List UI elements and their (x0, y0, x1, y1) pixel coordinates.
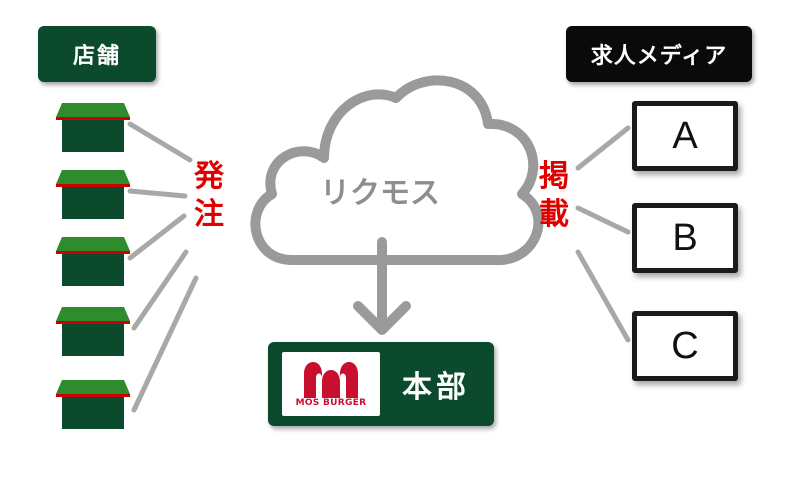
headquarters-box: MOS BURGER 本部 (268, 342, 494, 426)
media-connector-line (575, 249, 631, 343)
media-connector-line (575, 125, 631, 171)
order-label: 発注 (194, 159, 224, 232)
store-body (62, 397, 124, 429)
stores-group (56, 103, 130, 429)
media-connector-line (575, 205, 631, 235)
store-connector-line (131, 249, 189, 331)
post-label: 掲載 (539, 159, 569, 232)
media-box-a: A (632, 101, 738, 171)
store-icon (56, 103, 130, 152)
store-stripe (56, 394, 130, 397)
store-body (62, 187, 124, 219)
store-connector-line (127, 213, 187, 261)
store-stripe (56, 117, 130, 120)
store-connector-line (127, 121, 193, 163)
store-connector-line (131, 275, 199, 413)
headquarters-label: 本部 (402, 370, 470, 405)
media-box-b: B (632, 203, 738, 273)
store-stripe (56, 251, 130, 254)
store-roof (56, 380, 130, 394)
store-icon (56, 170, 130, 219)
store-stripe (56, 184, 130, 187)
cloud-shape (250, 75, 544, 265)
store-body (62, 120, 124, 152)
store-connector-line (127, 188, 188, 199)
store-icon (56, 237, 130, 286)
cloud-label: リクモス (320, 176, 440, 211)
store-stripe (56, 321, 130, 324)
mos-m-icon (304, 362, 358, 398)
store-body (62, 324, 124, 356)
stores-label: 店舗 (38, 26, 156, 82)
store-roof (56, 237, 130, 251)
store-roof (56, 307, 130, 321)
store-icon (56, 307, 130, 356)
store-roof (56, 170, 130, 184)
cloud-to-hq-arrow-head (353, 301, 411, 335)
store-body (62, 254, 124, 286)
store-roof (56, 103, 130, 117)
job-media-label: 求人メディア (566, 26, 752, 82)
media-box-c: C (632, 311, 738, 381)
mos-burger-logo: MOS BURGER (282, 352, 380, 416)
mos-logo-text: MOS BURGER (295, 398, 367, 408)
store-icon (56, 380, 130, 429)
